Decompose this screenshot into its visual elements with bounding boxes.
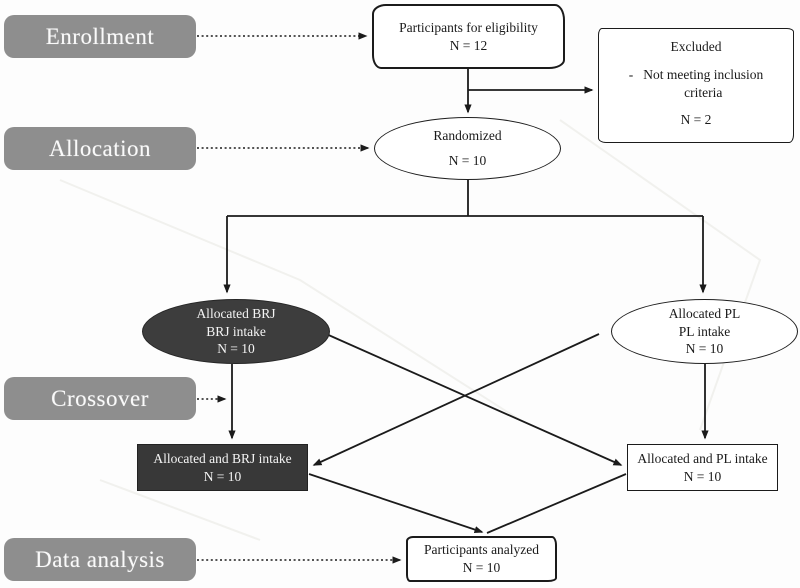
- pl-box-count: N = 10: [683, 468, 722, 484]
- stage-label-enrollment: Enrollment: [4, 15, 196, 58]
- node-eligibility: Participants for eligibility N = 12: [372, 4, 565, 69]
- excluded-reason-line2: criteria: [684, 84, 723, 100]
- pl-box-text: Allocated and PL intake: [637, 450, 768, 466]
- arrow-crossover-brj-to-pl-box: [323, 332, 623, 466]
- node-excluded: Excluded - Not meeting inclusion criteri…: [598, 28, 794, 143]
- excluded-title: Excluded: [670, 39, 722, 54]
- brj-ellipse-line1: Allocated BRJ: [196, 305, 276, 321]
- brj-box-text: Allocated and BRJ intake: [153, 450, 292, 466]
- stage-label-text: Enrollment: [45, 23, 155, 49]
- stage-label-text: Allocation: [48, 135, 152, 161]
- node-allocated-pl-intake-box: Allocated and PL intake N = 10: [627, 444, 778, 491]
- excluded-reason-line1: Not meeting inclusion: [643, 66, 764, 82]
- arrow-pl-box-to-analyzed: [486, 473, 627, 534]
- pl-ellipse-line2: PL intake: [678, 323, 731, 339]
- brj-ellipse-count: N = 10: [217, 341, 255, 357]
- brj-box-count: N = 10: [203, 468, 242, 484]
- stage-label-data-analysis: Data analysis: [4, 538, 196, 581]
- excluded-reason-text: Not meeting inclusion criteria: [643, 66, 763, 102]
- node-randomized: Randomized N = 10: [374, 117, 561, 180]
- bullet-dash: -: [628, 66, 634, 82]
- analyzed-text: Participants analyzed: [423, 542, 540, 558]
- eligibility-text: Participants for eligibility: [399, 19, 538, 35]
- pl-ellipse-count: N = 10: [685, 341, 724, 357]
- brj-ellipse-line2: BRJ intake: [206, 323, 266, 339]
- randomized-count: N = 10: [448, 153, 487, 168]
- branch-line-randomized: [227, 180, 703, 217]
- node-allocated-pl-ellipse: Allocated PL PL intake N = 10: [611, 299, 798, 364]
- node-allocated-brj-intake-box: Allocated and BRJ intake N = 10: [137, 444, 308, 491]
- eligibility-count: N = 12: [449, 37, 488, 53]
- node-allocated-brj-ellipse: Allocated BRJ BRJ intake N = 10: [142, 299, 330, 364]
- excluded-count: N = 2: [680, 112, 712, 128]
- node-participants-analyzed: Participants analyzed N = 10: [406, 536, 557, 582]
- arrow-brj-box-to-analyzed: [308, 473, 484, 534]
- randomized-text: Randomized: [433, 128, 502, 144]
- excluded-reason: - Not meeting inclusion criteria: [629, 66, 763, 102]
- stage-label-text: Crossover: [51, 385, 149, 411]
- scan-artifact-lines: [59, 119, 762, 541]
- pl-ellipse-line1: Allocated PL: [668, 305, 741, 321]
- stage-label-allocation: Allocation: [4, 127, 196, 170]
- stage-label-text: Data analysis: [35, 546, 165, 572]
- arrow-crossover-pl-to-brj-box: [312, 333, 600, 466]
- stage-label-crossover: Crossover: [4, 377, 196, 420]
- analyzed-count: N = 10: [462, 560, 501, 575]
